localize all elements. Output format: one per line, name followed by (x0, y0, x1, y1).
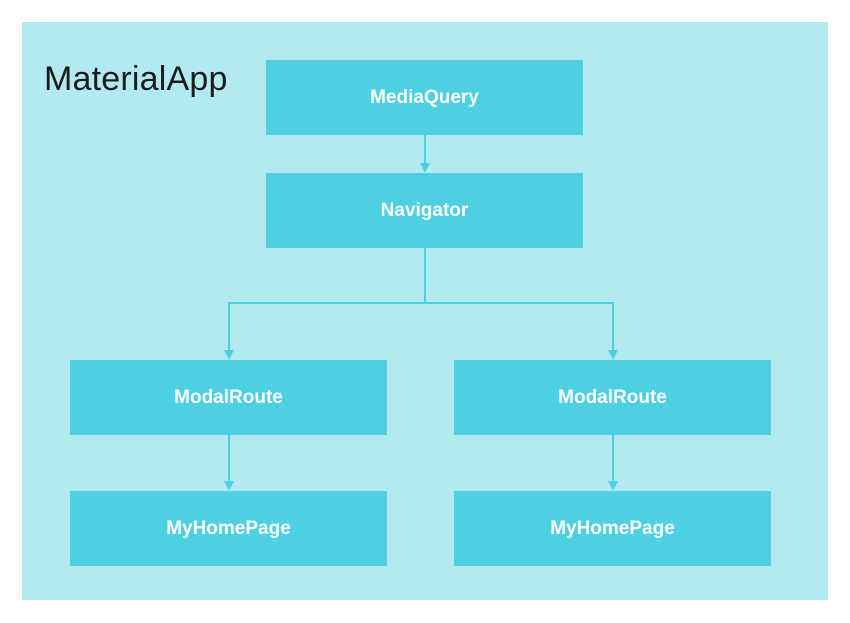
node-mediaquery: MediaQuery (266, 60, 583, 135)
node-myhomepage-left-label: MyHomePage (166, 517, 291, 539)
node-modalroute-left: ModalRoute (70, 360, 387, 435)
node-modalroute-right: ModalRoute (454, 360, 771, 435)
container-title: MaterialApp (44, 60, 228, 98)
node-modalroute-right-label: ModalRoute (558, 386, 667, 408)
node-navigator-label: Navigator (380, 199, 469, 221)
node-mediaquery-label: MediaQuery (370, 86, 479, 108)
node-navigator: Navigator (266, 173, 583, 248)
node-modalroute-left-label: ModalRoute (174, 386, 283, 408)
node-myhomepage-left: MyHomePage (70, 491, 387, 566)
node-myhomepage-right: MyHomePage (454, 491, 771, 566)
node-myhomepage-right-label: MyHomePage (550, 517, 675, 539)
